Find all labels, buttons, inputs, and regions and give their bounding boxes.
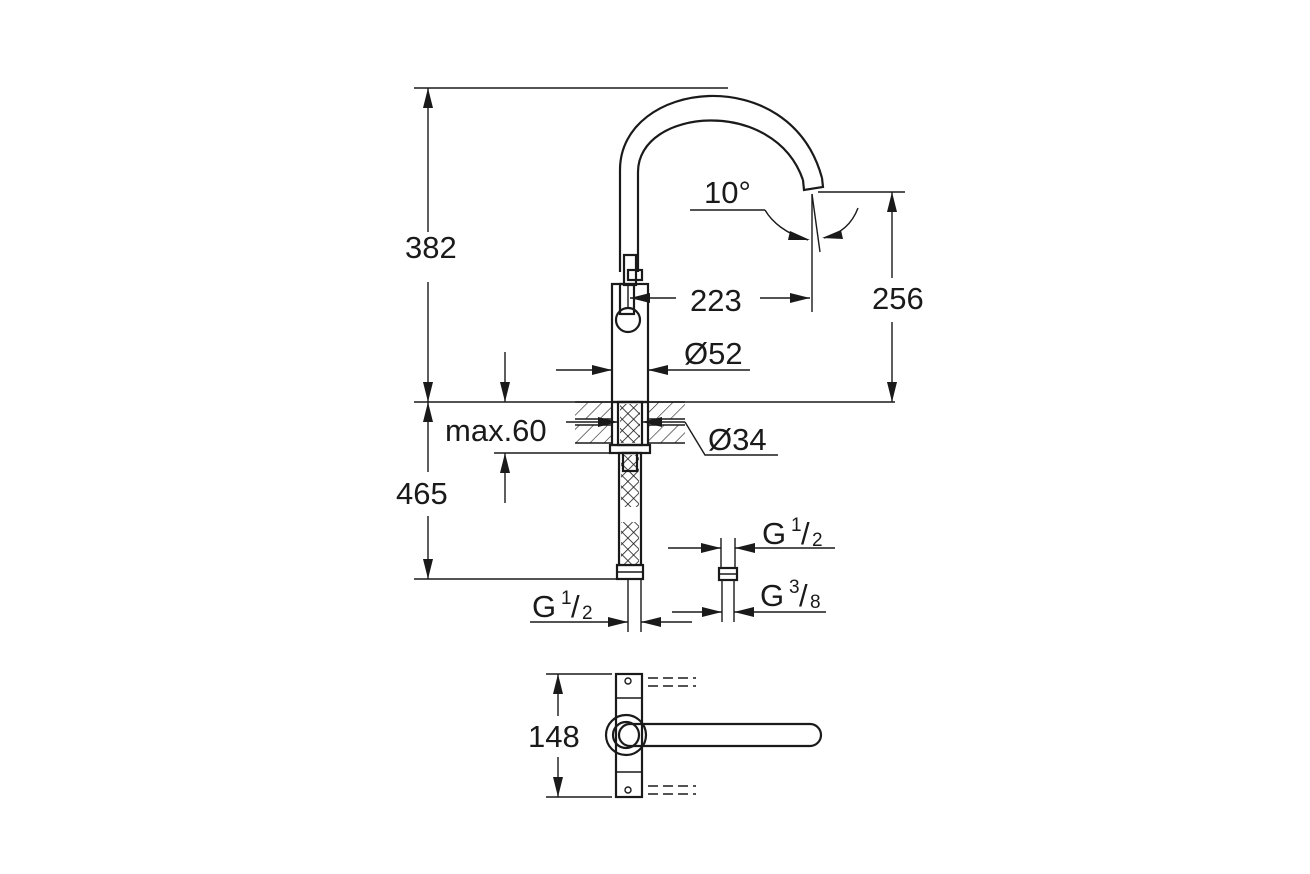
- thread-label-adapter-bottom: G 3 / 8: [760, 577, 821, 613]
- svg-text:3: 3: [789, 577, 800, 598]
- svg-text:/: /: [571, 589, 580, 624]
- svg-text:2: 2: [582, 603, 593, 624]
- svg-text:2: 2: [812, 530, 823, 551]
- svg-text:1: 1: [561, 588, 572, 609]
- svg-text:G: G: [532, 589, 556, 624]
- dim-max-60: max.60: [445, 413, 547, 448]
- thread-adapter: [717, 538, 739, 622]
- dim-148: 148: [528, 719, 580, 754]
- svg-text:1: 1: [791, 515, 802, 536]
- dim-10-degrees: 10°: [704, 175, 751, 210]
- svg-text:/: /: [799, 578, 808, 613]
- dim-223: 223: [690, 283, 742, 318]
- thread-label-inlet: G 1 / 2: [532, 588, 593, 624]
- faucet-outline: [610, 94, 825, 404]
- dim-diameter-52: Ø52: [684, 336, 743, 371]
- dimension-lines: [414, 87, 905, 798]
- dim-256: 256: [872, 281, 924, 316]
- countertop-section: [575, 400, 685, 455]
- svg-text:8: 8: [810, 592, 821, 613]
- svg-text:G: G: [760, 578, 784, 613]
- thread-label-adapter-top: G 1 / 2: [762, 515, 823, 551]
- dim-diameter-34: Ø34: [708, 422, 767, 457]
- svg-text:/: /: [801, 516, 810, 551]
- svg-text:G: G: [762, 516, 786, 551]
- dim-382: 382: [405, 230, 457, 265]
- supply-hose: [615, 451, 645, 632]
- dim-465: 465: [396, 476, 448, 511]
- top-view: [604, 672, 823, 799]
